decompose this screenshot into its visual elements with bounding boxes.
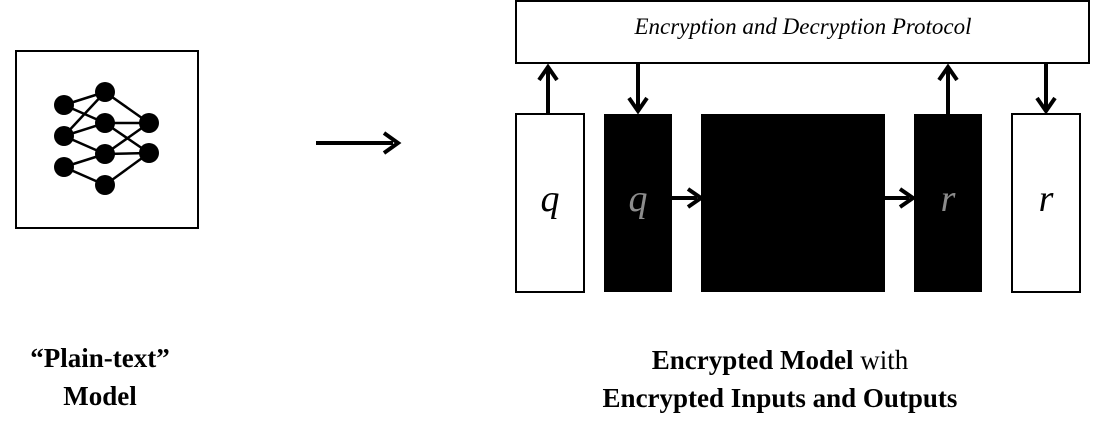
encrypted-model-caption: Encrypted Model with Encrypted Inputs an…: [540, 341, 1020, 417]
query-plain-label: q: [541, 178, 560, 220]
neural-network-icon: [54, 82, 159, 195]
response-plain-box: [1011, 113, 1081, 293]
encrypted-model-box: [701, 114, 885, 292]
protocol-label: Encryption and Decryption Protocol: [633, 14, 971, 39]
encrypted-caption-line2: Encrypted Inputs and Outputs: [602, 383, 958, 413]
arrow-into-model: [672, 187, 705, 209]
query-plain-box: [515, 113, 585, 293]
query-encrypted-box: [604, 114, 672, 292]
protocol-box: [515, 0, 1090, 64]
arrow-out-of-model: [884, 187, 917, 209]
arrow-query-down: [627, 63, 649, 115]
plaintext-model-caption: “Plain-text” Model: [0, 339, 200, 415]
arrow-response-up: [937, 63, 959, 114]
encrypted-caption-with: with: [853, 345, 909, 375]
arrow-response-down: [1035, 63, 1057, 115]
response-plain-label: r: [1039, 178, 1054, 220]
response-encrypted-label: r: [941, 178, 956, 220]
encrypted-caption-bold: Encrypted Model: [651, 345, 854, 375]
arrow-query-up: [537, 63, 559, 114]
response-encrypted-box: [914, 114, 982, 292]
query-encrypted-label: q: [629, 178, 648, 220]
transform-arrow: [316, 131, 402, 155]
plaintext-caption-line1: “Plain-text”: [30, 343, 170, 373]
plaintext-caption-line2: Model: [63, 381, 137, 411]
plaintext-model-box: [15, 50, 199, 229]
